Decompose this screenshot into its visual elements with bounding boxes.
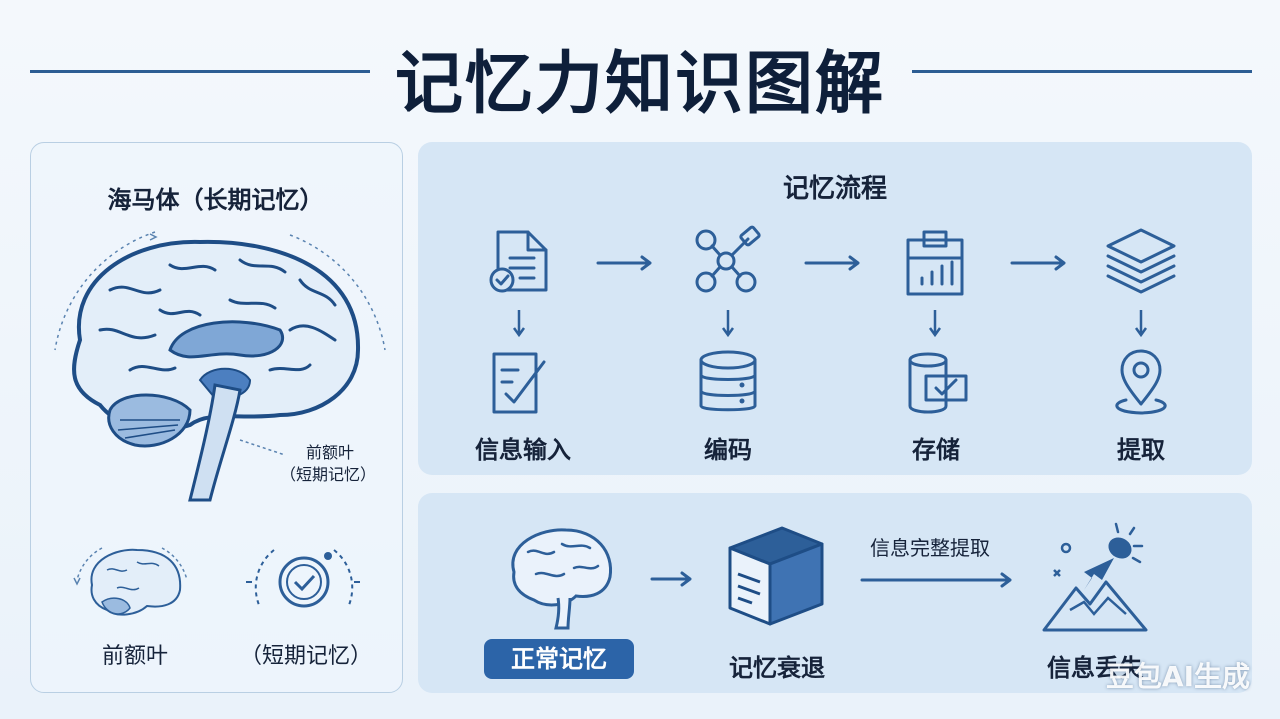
clipboard-chart-icon — [906, 230, 964, 296]
title-rule-right — [912, 70, 1252, 73]
checklist-icon — [492, 352, 546, 414]
arrow-right-long-icon — [860, 572, 1012, 588]
arrow-down-icon — [1134, 310, 1148, 338]
database-icon — [699, 350, 757, 412]
arrow-down-icon — [928, 310, 942, 338]
process-heading: 记忆流程 — [782, 174, 887, 204]
brain-small-icon — [73, 547, 188, 616]
normal-memory-badge: 正常记忆 — [484, 639, 634, 679]
step-label-retrieve: 提取 — [1117, 436, 1165, 464]
watermark: 豆包AI生成 — [1105, 660, 1250, 693]
network-nodes-icon — [695, 225, 761, 293]
mini-prefrontal-label: 前额叶 — [102, 644, 169, 669]
short-term-callout: （短期记忆） — [280, 465, 377, 484]
full-retrieval-label: 信息完整提取 — [870, 536, 990, 560]
box-icon — [728, 526, 824, 626]
storage-drum-icon — [908, 352, 968, 414]
info-lost-label: 信息丢失 — [1047, 654, 1143, 682]
title-rule-left — [30, 70, 370, 73]
brain-large-icon — [54, 231, 386, 502]
arrow-down-icon — [721, 310, 735, 338]
page-title: 记忆力知识图解 — [394, 45, 885, 124]
lost-info-icon — [1042, 522, 1148, 632]
step-label-input: 信息输入 — [475, 436, 571, 464]
memory-decay-label: 记忆衰退 — [729, 654, 825, 682]
mini-short-term-label: （短期记忆） — [240, 644, 373, 669]
document-check-icon — [489, 230, 548, 293]
arrow-down-icon — [512, 310, 526, 338]
clock-check-icon — [246, 549, 360, 608]
step-label-storage: 存储 — [912, 436, 960, 464]
arrow-right-icon — [596, 255, 652, 271]
brain-outline-icon — [511, 528, 613, 630]
memory-process-panel — [418, 142, 1252, 475]
arrow-right-icon — [650, 571, 692, 587]
layers-icon — [1106, 228, 1176, 294]
arrow-right-icon — [804, 255, 860, 271]
step-label-encode: 编码 — [704, 436, 752, 464]
arrow-right-icon — [1010, 255, 1066, 271]
location-pin-icon — [1115, 349, 1167, 415]
prefrontal-callout: 前额叶 — [306, 443, 355, 462]
hippocampus-heading: 海马体（长期记忆） — [107, 186, 324, 214]
